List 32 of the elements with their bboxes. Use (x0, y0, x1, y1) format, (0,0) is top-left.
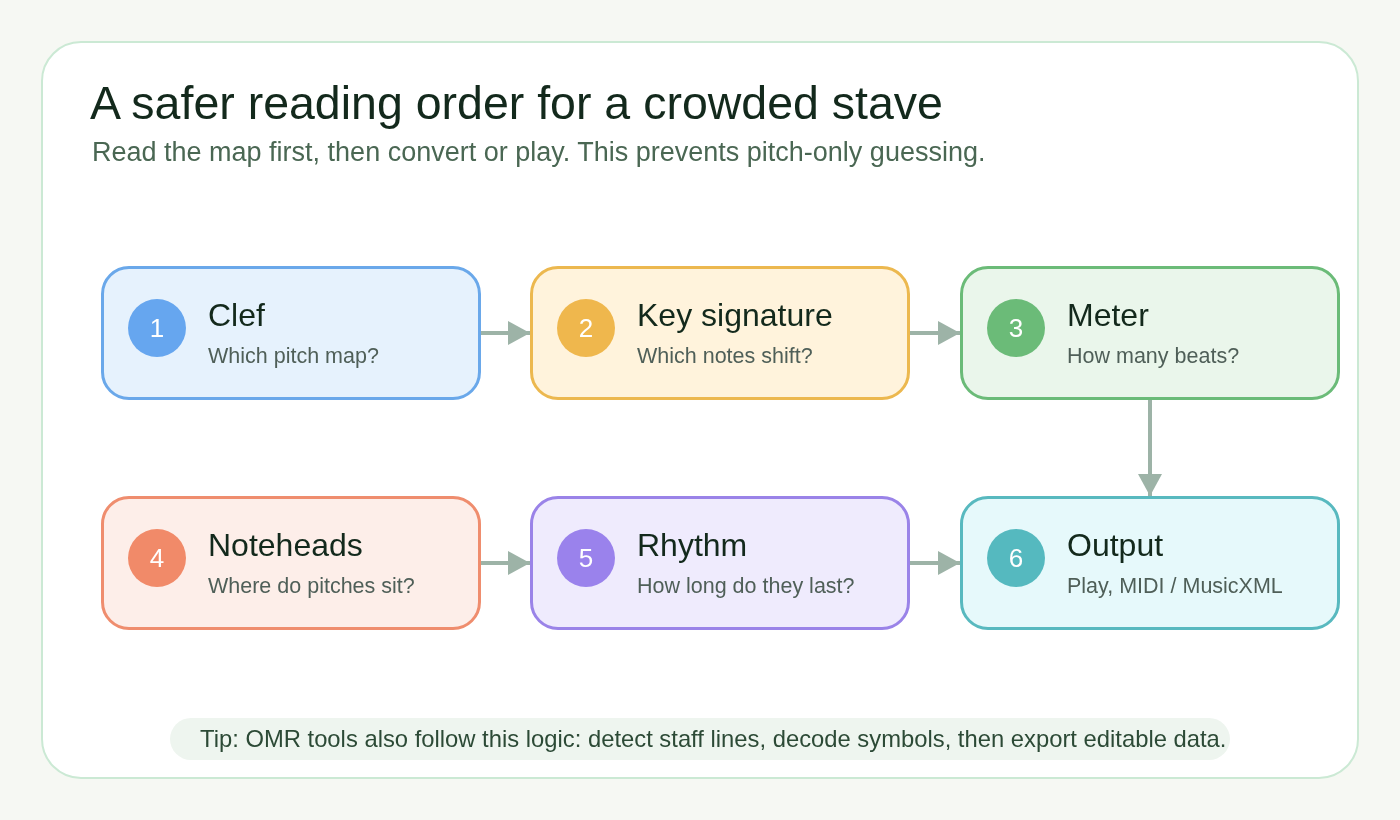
diagram-title: A safer reading order for a crowded stave (90, 78, 943, 130)
step-number: 1 (128, 299, 186, 357)
step-title: Noteheads (208, 527, 363, 564)
arrow (1138, 400, 1162, 496)
step-card (530, 496, 910, 630)
subtitle: Read the map first, then convert or play. This prevents pitch-only guessing. (92, 136, 986, 169)
step-description: How long do they last? (637, 574, 855, 600)
step-card (530, 266, 910, 400)
step-number: 5 (557, 529, 615, 587)
step-title: Meter (1067, 297, 1149, 334)
step-description: Play, MIDI / MusicXML (1067, 574, 1283, 600)
step-number: 2 (557, 299, 615, 357)
step-title: Clef (208, 297, 265, 334)
step-description: Which pitch map? (208, 344, 379, 370)
step-title: Rhythm (637, 527, 748, 564)
step-description: Which notes shift? (637, 344, 813, 370)
step-number: 6 (987, 529, 1045, 587)
tip-note: Tip: OMR tools also follow this logic: detect staff lines, decode symbols, then export editable data. (170, 718, 1230, 760)
step-card (101, 266, 481, 400)
arrow (481, 321, 530, 345)
step-card (960, 496, 1340, 630)
step-card (960, 266, 1340, 400)
arrow (910, 551, 960, 575)
step-title: Key signature (637, 297, 833, 334)
step-description: Where do pitches sit? (208, 574, 415, 600)
arrow (910, 321, 960, 345)
step-card (101, 496, 481, 630)
step-number: 3 (987, 299, 1045, 357)
step-description: How many beats? (1067, 344, 1240, 370)
step-number: 4 (128, 529, 186, 587)
step-title: Output (1067, 527, 1164, 564)
arrow (481, 551, 530, 575)
